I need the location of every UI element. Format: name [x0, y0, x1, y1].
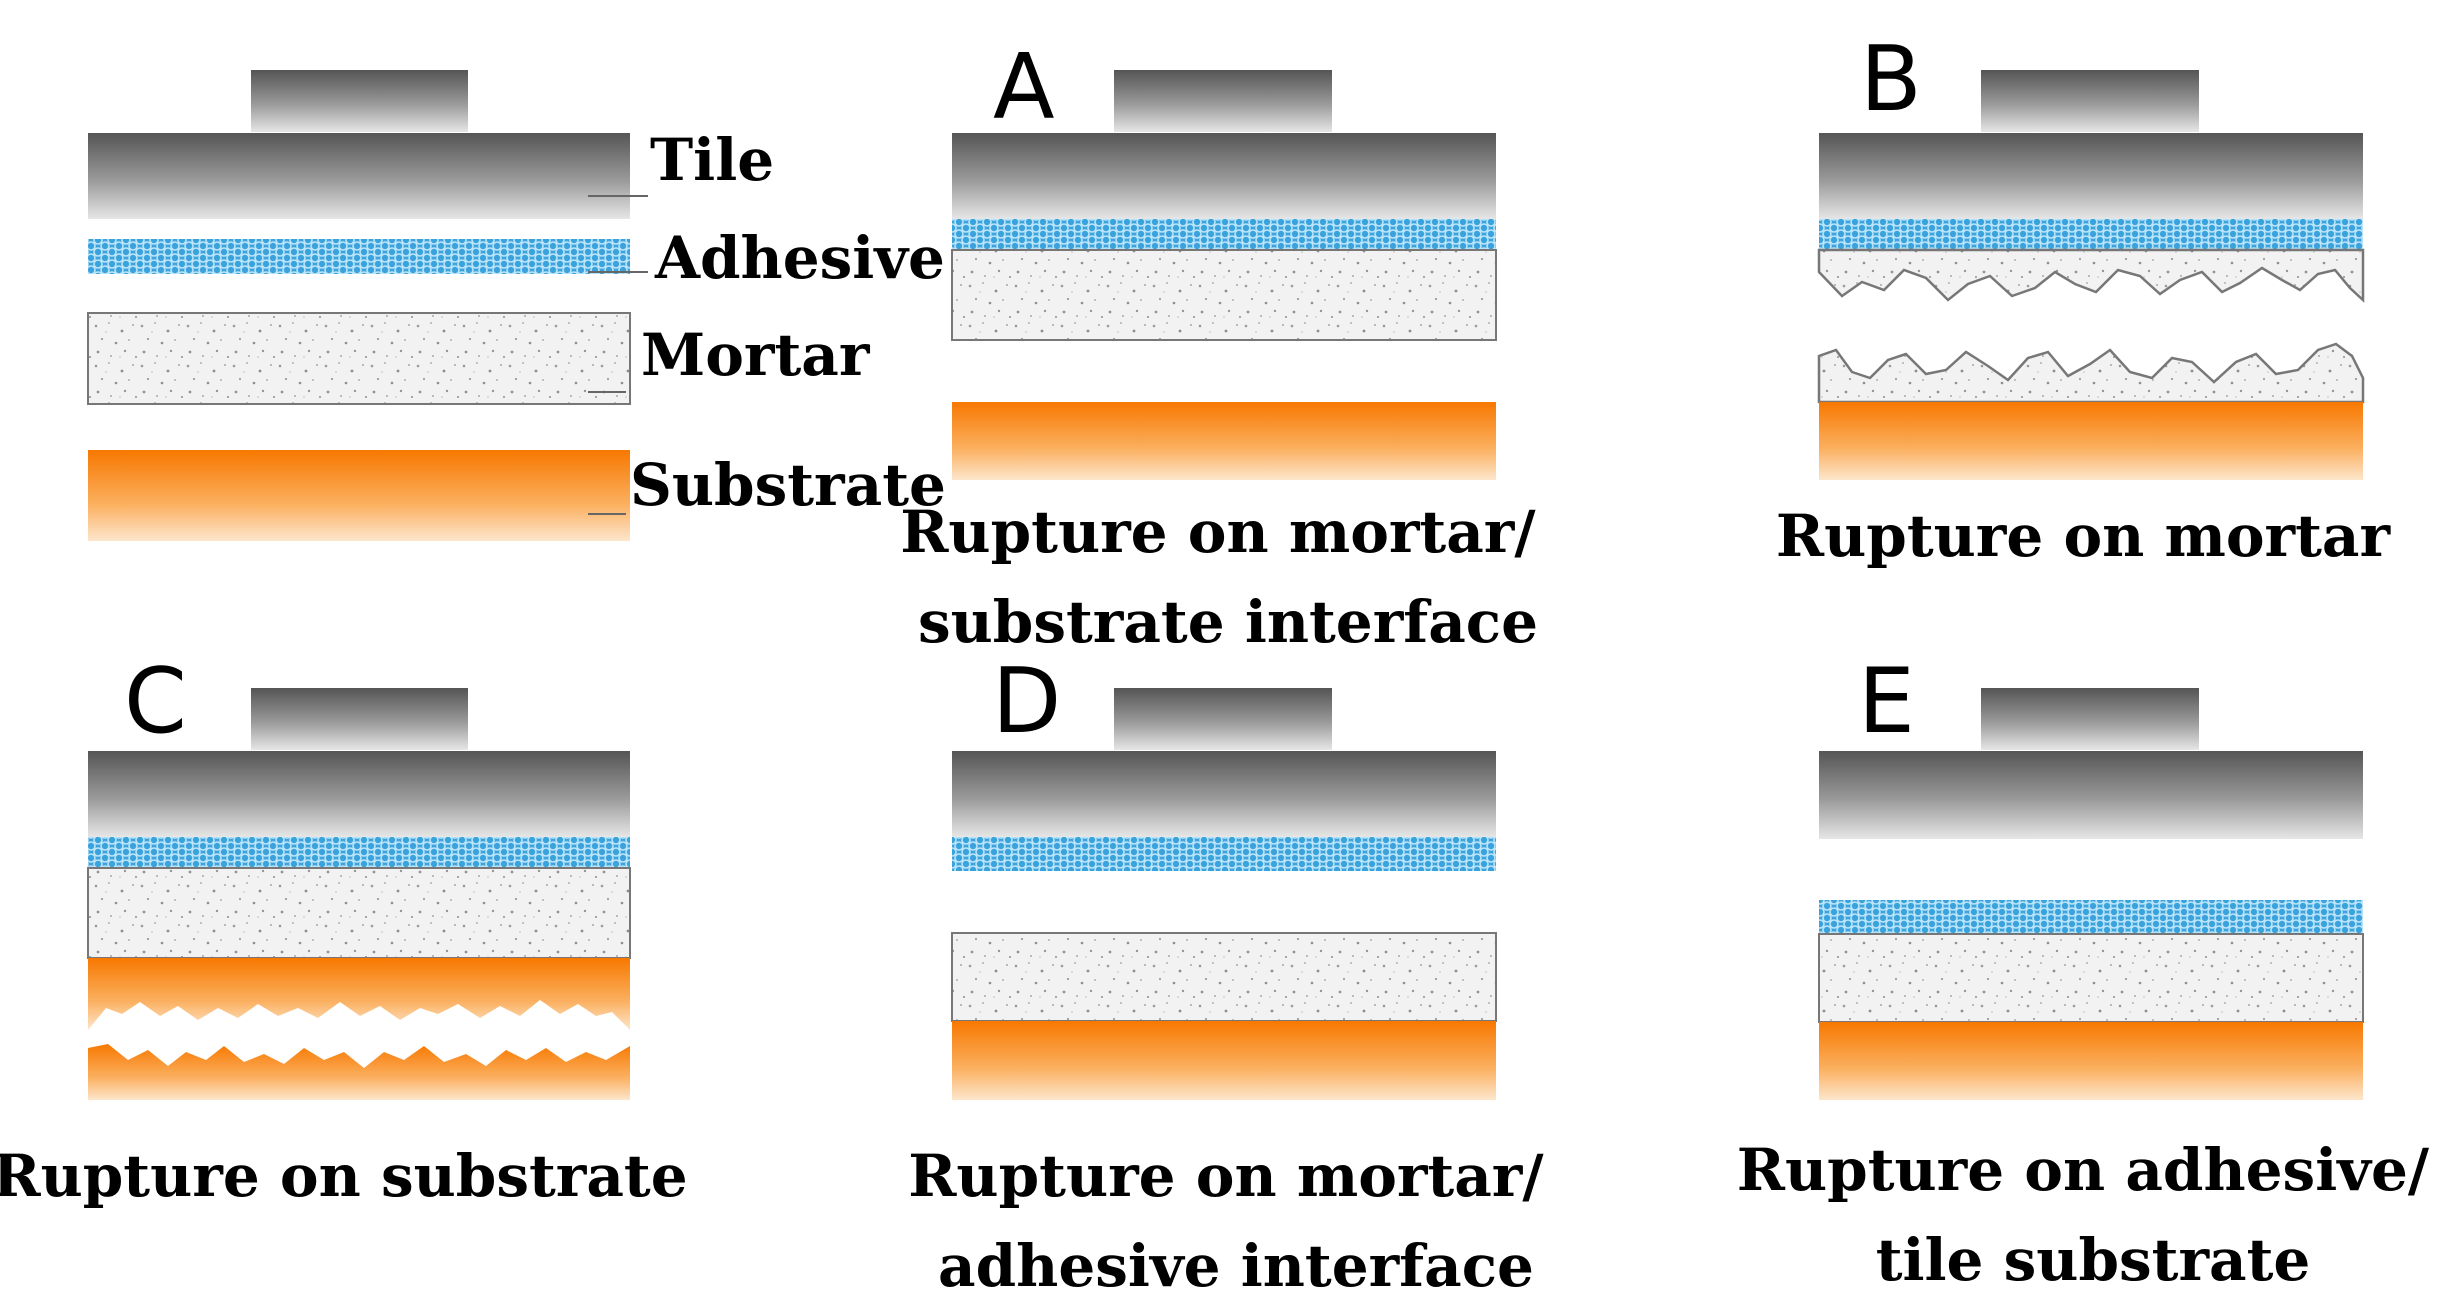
adhesive-layer — [88, 239, 630, 274]
substrate-layer — [1819, 402, 2363, 480]
panel-caption: Rupture on adhesive/ tile substrate — [1737, 1136, 2440, 1294]
panel-letter: D — [992, 649, 1061, 754]
substrate-layer — [952, 402, 1496, 480]
adhesive-layer — [952, 219, 1496, 250]
mortar-upper-fragment — [1817, 248, 2365, 303]
substrate-layer — [1819, 1022, 2363, 1100]
tile-layer — [952, 751, 1496, 837]
mortar-label: Mortar — [641, 321, 871, 389]
adhesive-layer — [952, 837, 1496, 871]
tile-top-block — [1114, 70, 1332, 132]
panel-letter: E — [1858, 649, 1915, 754]
tile-top-block — [251, 688, 468, 750]
tile-layer — [1819, 751, 2363, 839]
adhesive-label: Adhesive — [654, 224, 945, 292]
substrate-layer — [88, 450, 630, 541]
adhesive-layer — [88, 837, 630, 868]
tile-top-block — [1981, 688, 2199, 750]
panel-caption: Rupture on mortar/ adhesive interface — [908, 1142, 1564, 1300]
panel-caption: Rupture on mortar/ substrate interface — [900, 498, 1556, 656]
adhesive-layer — [1819, 219, 2363, 250]
tile-layer — [88, 133, 630, 219]
panel-d: D Rupture on mortar/ adhesive interface — [908, 649, 1564, 1300]
tile-layer — [88, 751, 630, 837]
panel-letter: A — [993, 35, 1055, 140]
panel-letter: B — [1860, 27, 1922, 132]
substrate-lower-fragment — [88, 1044, 630, 1100]
mortar-layer — [87, 312, 631, 405]
tile-top-block — [1114, 688, 1332, 750]
tile-top-block — [251, 70, 468, 132]
substrate-layer — [952, 1021, 1496, 1100]
panel-c: C Rupture on substrate — [0, 649, 688, 1210]
substrate-upper-fragment — [88, 958, 630, 1030]
panel-caption: Rupture on mortar — [1776, 502, 2392, 570]
panel-b: B Rupture on mortar — [1776, 27, 2392, 570]
tile-layer — [1819, 133, 2363, 219]
panel-e: E Rupture on adhesive/ tile substrate — [1737, 649, 2440, 1294]
tile-label: Tile — [650, 126, 774, 194]
panel-caption: Rupture on substrate — [0, 1142, 688, 1210]
substrate-label: Substrate — [630, 451, 946, 519]
mortar-layer — [1818, 933, 2364, 1023]
panel-a: A Rupture on mortar/ substrate interface — [900, 35, 1556, 656]
reference-stack: Tile Adhesive Mortar Substrate — [87, 70, 946, 541]
tile-top-block — [1981, 70, 2199, 132]
mortar-layer — [951, 249, 1497, 341]
tile-layer — [952, 133, 1496, 219]
mortar-lower-fragment — [1817, 342, 2365, 404]
mortar-layer — [951, 932, 1497, 1022]
panel-letter: C — [124, 649, 187, 754]
adhesive-layer — [1819, 900, 2363, 934]
mortar-layer — [87, 867, 631, 959]
